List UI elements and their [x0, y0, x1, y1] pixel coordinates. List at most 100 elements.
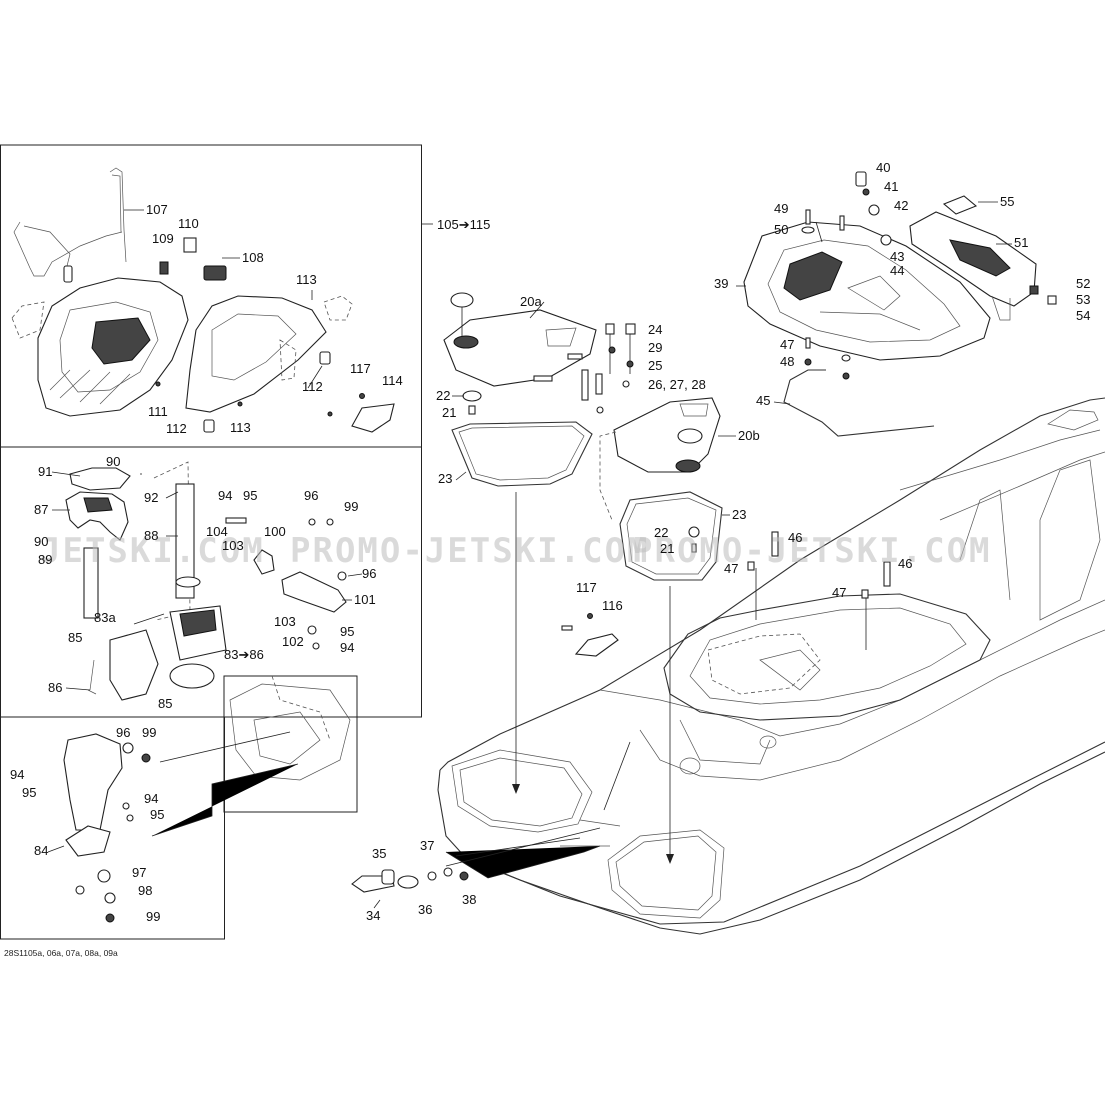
- detail-inset-box: [223, 675, 358, 813]
- part-label: 96: [362, 566, 376, 581]
- cover-small-parts: [155, 237, 395, 433]
- label-105-115: 105➔115: [437, 217, 490, 232]
- part-label: 109: [152, 231, 174, 246]
- part-label: 55: [1000, 194, 1014, 209]
- part-label: 24: [648, 322, 662, 337]
- part-label: 99: [146, 909, 160, 924]
- watermark-2: PROMO-JETSKI.COM: [290, 531, 650, 571]
- part-label: 25: [648, 358, 662, 373]
- part-label: 103: [222, 538, 244, 553]
- part-label: 94: [218, 488, 232, 503]
- steering-column: [133, 461, 227, 689]
- callout-leaders: [47, 201, 1012, 909]
- part-label: 117: [576, 580, 597, 595]
- rear-deck-parts: [801, 171, 978, 380]
- lid-fasteners: [462, 323, 636, 415]
- part-label: 21: [442, 405, 456, 420]
- storage-lid-rear: [613, 397, 721, 473]
- part-label: 47: [724, 561, 738, 576]
- part-label: 43: [890, 249, 904, 264]
- assembly-leaders: [445, 431, 867, 879]
- part-label: 39: [714, 276, 728, 291]
- part-label: 89: [38, 552, 52, 567]
- part-label: 36: [418, 902, 432, 917]
- part-label: 95: [243, 488, 257, 503]
- part-label: 52: [1076, 276, 1090, 291]
- hull-body: [437, 397, 1105, 935]
- hull-fasteners: [561, 531, 891, 657]
- rear-deck-pad: [909, 211, 1057, 321]
- part-label: 23: [438, 471, 452, 486]
- part-label: 86: [48, 680, 62, 695]
- part-label: 20a: [520, 294, 542, 309]
- part-label: 23: [732, 507, 746, 522]
- part-label: 103: [274, 614, 296, 629]
- steering-support-box: [0, 716, 225, 940]
- bumper-outline-right: [323, 295, 353, 321]
- part-label: 85: [68, 630, 82, 645]
- part-label: 92: [144, 490, 158, 505]
- part-label: 107: [146, 202, 168, 217]
- part-label: 108: [242, 250, 264, 265]
- part-label: 95: [22, 785, 36, 800]
- part-label: 100: [264, 524, 286, 539]
- diagram-code: 28S1105a, 06a, 07a, 08a, 09a: [4, 948, 118, 958]
- part-label: 41: [884, 179, 898, 194]
- part-label: 102: [282, 634, 304, 649]
- part-label: 104: [206, 524, 228, 539]
- part-label: 21: [660, 541, 674, 556]
- part-label: 22: [654, 525, 668, 540]
- part-label: 94: [144, 791, 158, 806]
- drain-tube: [783, 369, 935, 437]
- part-label: 51: [1014, 235, 1028, 250]
- part-label: 117: [350, 361, 371, 376]
- part-label: 91: [38, 464, 52, 479]
- part-label: 45: [756, 393, 770, 408]
- lid-gasket-rear: [619, 491, 723, 581]
- part-label: 97: [132, 865, 146, 880]
- part-label: 84: [34, 843, 48, 858]
- part-label: 112: [302, 379, 323, 394]
- rear-seat-assembly: [743, 221, 991, 361]
- part-label: 38: [462, 892, 476, 907]
- part-label: 53: [1076, 292, 1090, 307]
- part-label: 94: [10, 767, 24, 782]
- part-label: 48: [780, 354, 794, 369]
- part-label: 94: [340, 640, 354, 655]
- part-label: 87: [34, 502, 48, 517]
- part-label: 90: [34, 534, 48, 549]
- steering-arm: [225, 517, 347, 650]
- bumper-outline-left: [11, 301, 45, 339]
- part-label: 114: [382, 373, 403, 388]
- part-label: 47: [832, 585, 846, 600]
- storage-lid-front: [443, 292, 597, 387]
- part-label: 47: [780, 337, 794, 352]
- part-label: 113: [230, 420, 251, 435]
- part-label: 85: [158, 696, 172, 711]
- part-label: 99: [142, 725, 156, 740]
- part-label: 88: [144, 528, 158, 543]
- part-label: 99: [344, 499, 358, 514]
- tow-eye-parts: [351, 867, 469, 893]
- part-label: 26, 27, 28: [648, 377, 706, 392]
- part-label: 98: [138, 883, 152, 898]
- watermark-1: JETSKI.COM: [40, 531, 265, 571]
- part-label: 101: [354, 592, 376, 607]
- steering-support: [63, 733, 151, 923]
- part-label: 35: [372, 846, 386, 861]
- part-label: 50: [774, 222, 788, 237]
- detail-inset: [151, 675, 351, 837]
- part-label: 110: [178, 216, 199, 231]
- tether-cord: [13, 167, 127, 283]
- part-label: 96: [116, 725, 130, 740]
- part-label: 112: [166, 421, 187, 436]
- steering-cover: [87, 629, 159, 701]
- part-label: 49: [774, 201, 788, 216]
- part-label: 44: [890, 263, 904, 278]
- part-label: 90: [106, 454, 120, 469]
- part-label: 83a: [94, 610, 116, 625]
- part-label: 96: [304, 488, 318, 503]
- watermark-3: PROMO-JETSKI.COM: [632, 531, 992, 571]
- storage-cover-right: [185, 295, 327, 413]
